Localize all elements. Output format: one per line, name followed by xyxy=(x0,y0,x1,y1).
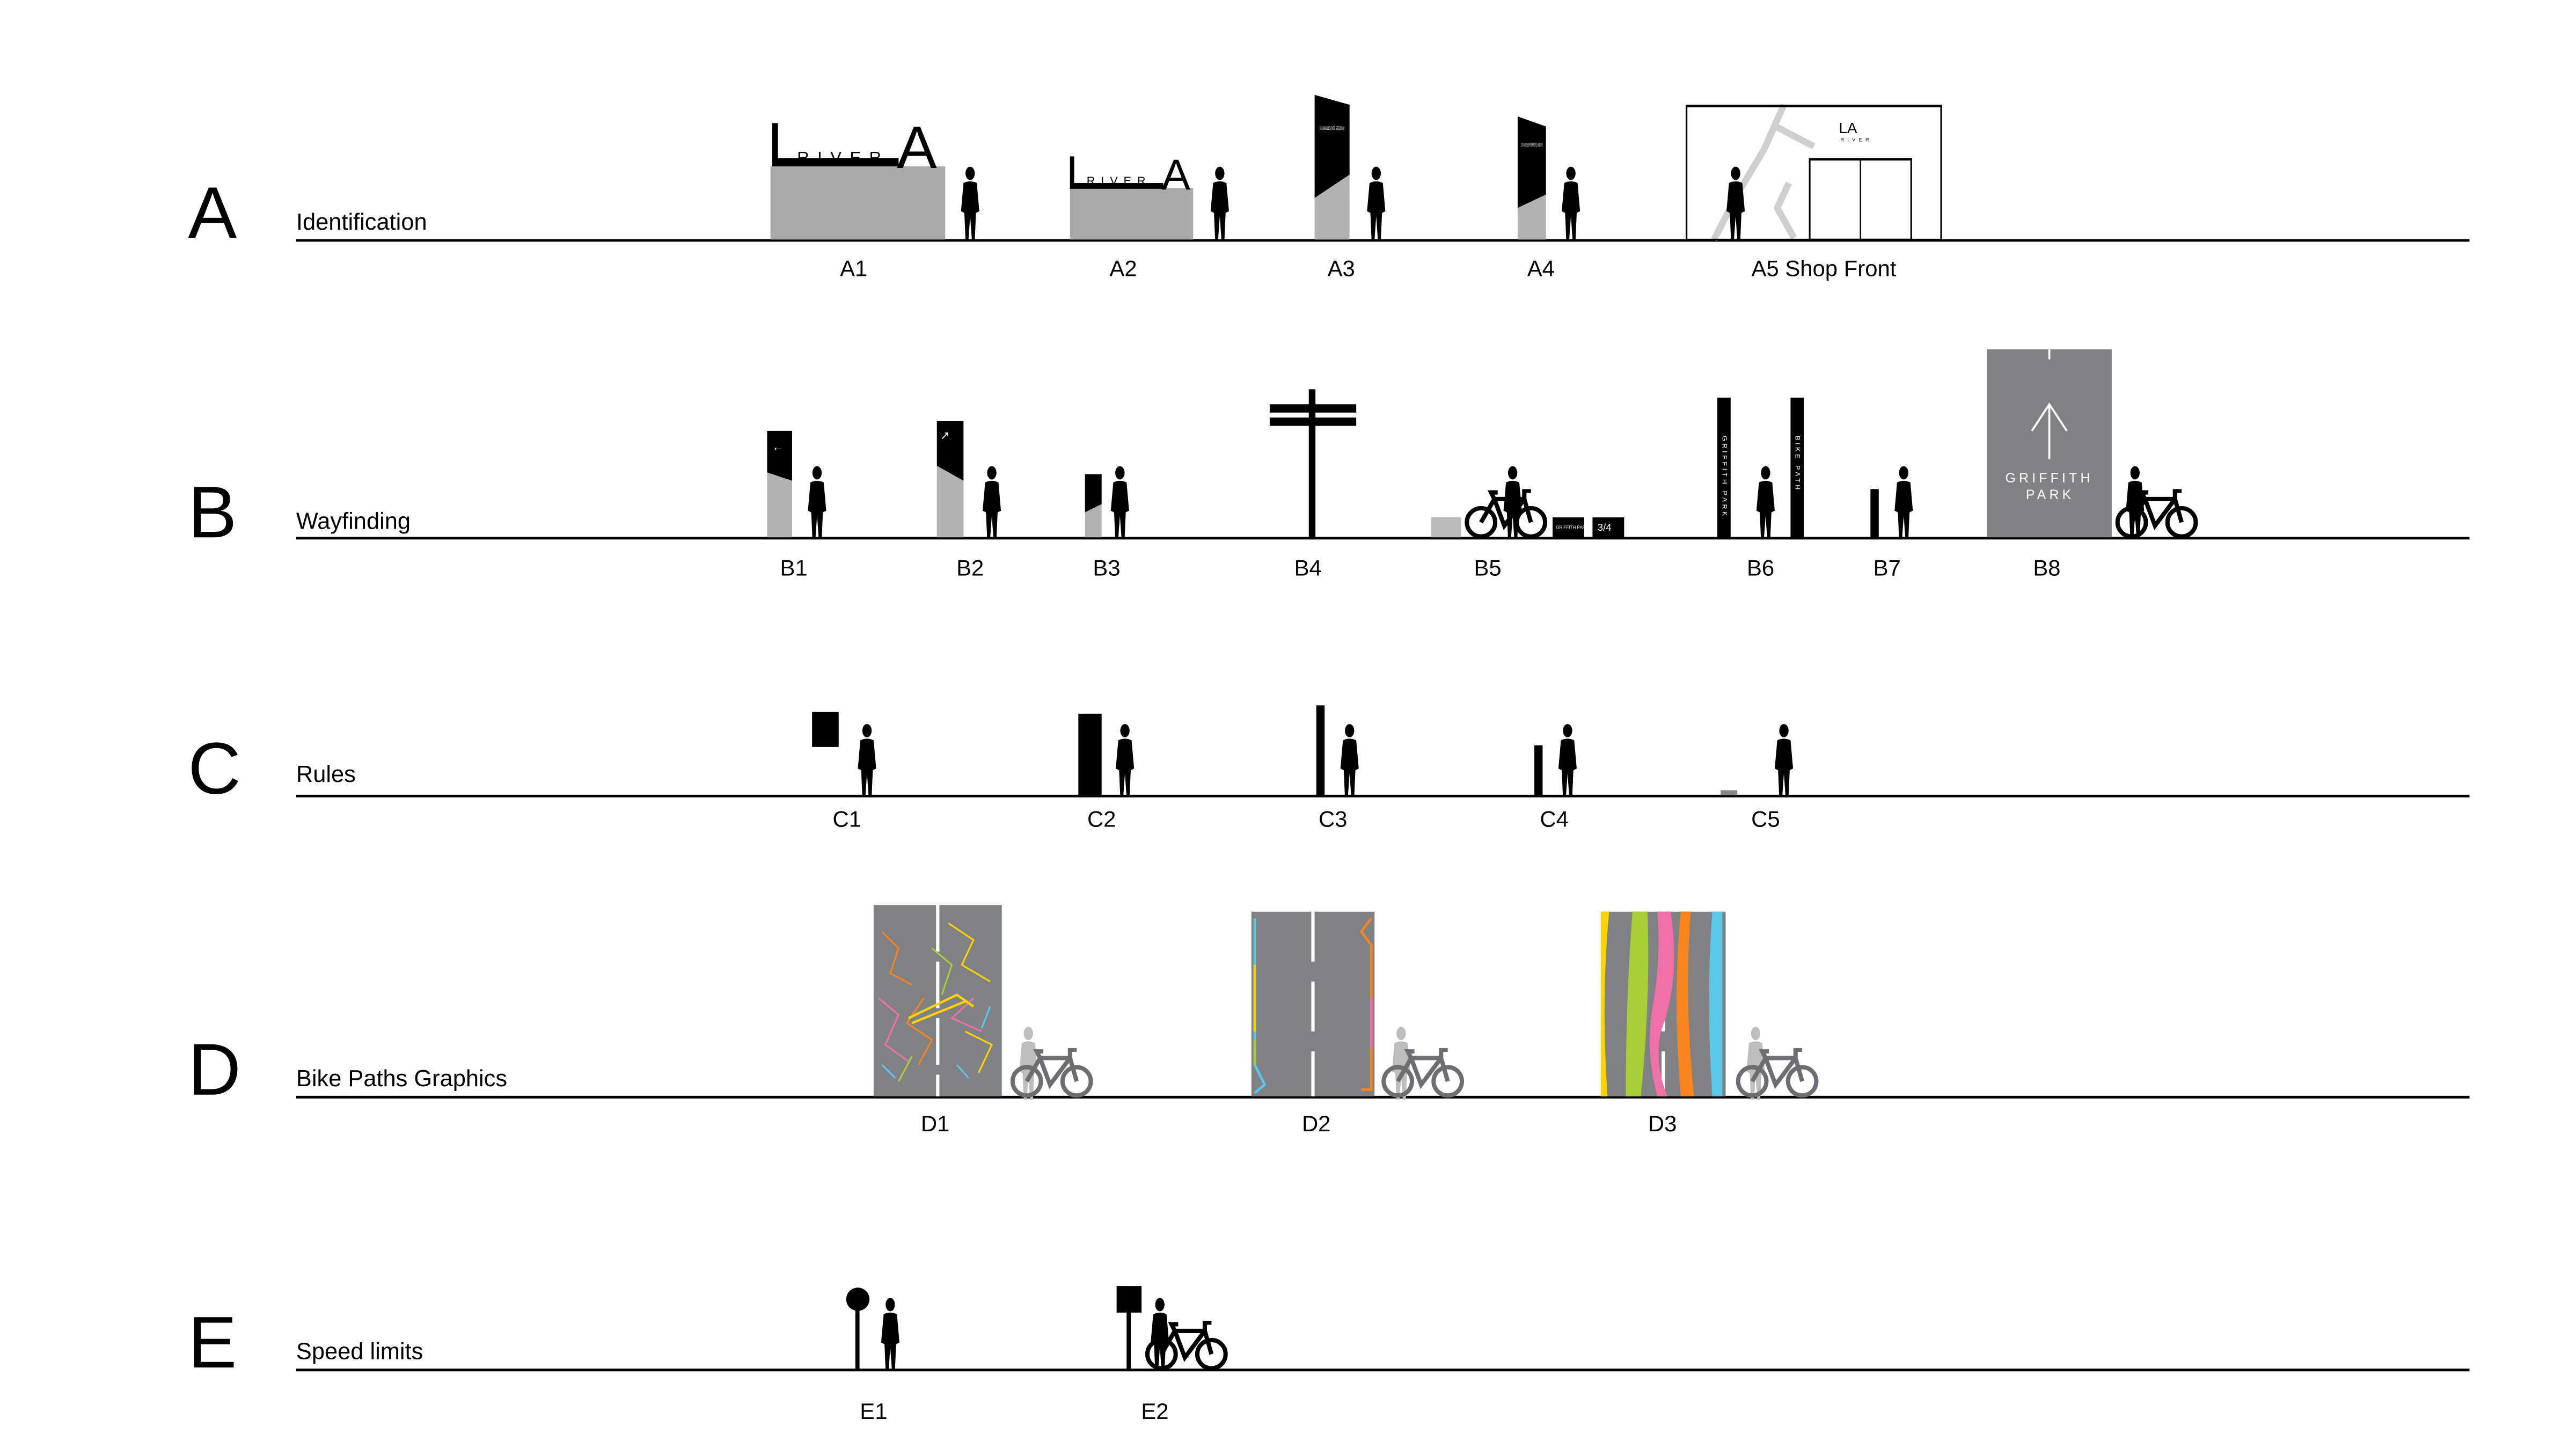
item-code: B8 xyxy=(2033,555,2060,581)
person-silhouette xyxy=(961,166,979,240)
row-speed-limits: E Speed limits E1 E2 xyxy=(188,1286,2470,1424)
arrow-up-right-icon: ↗ xyxy=(940,428,950,442)
row-letter: C xyxy=(188,728,241,809)
person-silhouette xyxy=(1367,166,1386,240)
person-silhouette xyxy=(1210,166,1229,240)
sign-a2: RIVER A xyxy=(1070,151,1194,240)
sign-text: 3/4 xyxy=(1598,522,1612,533)
item-code: B4 xyxy=(1294,555,1322,581)
row-letter: D xyxy=(188,1029,241,1110)
person-silhouette xyxy=(1340,724,1359,797)
item-code: A3 xyxy=(1328,256,1355,281)
person-silhouette xyxy=(1774,724,1794,797)
row-wayfinding: B Wayfinding ← ↗ GRIFFITH PARK xyxy=(188,349,2470,581)
item-code: B6 xyxy=(1747,555,1774,581)
sign-b6: GRIFFITH PARK BIKE PATH xyxy=(1717,397,1804,538)
sign-text: GRIFFITH PARK xyxy=(1556,525,1589,530)
sign-c1 xyxy=(812,712,839,747)
person-silhouette xyxy=(1726,166,1745,240)
sign-text: PARK xyxy=(2026,488,2075,502)
item-code: E2 xyxy=(1141,1399,1168,1424)
person-silhouette xyxy=(1558,724,1577,797)
a-lettering: A xyxy=(1161,151,1190,199)
sign-a4: LOS ANGELES RIVER BOYLE HEIGHTS xyxy=(1517,116,1546,240)
item-code: A2 xyxy=(1109,256,1137,281)
sign-b7 xyxy=(1870,489,1879,538)
row-category-label: Identification xyxy=(296,209,427,235)
row-bike-paths-graphics: D Bike Paths Graphics xyxy=(188,905,2470,1136)
item-code: C5 xyxy=(1751,807,1780,832)
bike-path-d1 xyxy=(873,905,1002,1096)
row-category-label: Wayfinding xyxy=(296,509,411,535)
item-code: C2 xyxy=(1087,807,1116,832)
sign-e1 xyxy=(846,1287,870,1370)
person-silhouette xyxy=(1116,724,1135,797)
person-silhouette xyxy=(1562,166,1580,240)
person-silhouette xyxy=(1894,466,1913,539)
river-lettering: RIVER xyxy=(1840,137,1872,142)
item-code: A5 Shop Front xyxy=(1752,256,1897,281)
sign-a5-shop-front: LA RIVER xyxy=(1686,103,1942,241)
row-category-label: Rules xyxy=(296,762,356,787)
item-code: B1 xyxy=(780,555,807,581)
sign-a1: RIVER A xyxy=(770,114,946,240)
sign-text: BIKE PATH xyxy=(1794,436,1802,492)
la-river-logo: LA xyxy=(1839,120,1857,136)
sign-b5: GRIFFITH PARK 3/4 xyxy=(1431,517,1624,538)
river-lettering: RIVER xyxy=(797,148,889,167)
arrow-left-icon: ← xyxy=(772,440,784,453)
row-identification: A Identification RIVER A RIVER A LOS ANG… xyxy=(188,94,2470,281)
item-code: A4 xyxy=(1527,256,1555,281)
row-letter: B xyxy=(188,471,237,553)
a-lettering: A xyxy=(897,114,937,181)
sign-a3: LOS ANGELES RIVER GREENWAY xyxy=(1314,94,1350,240)
item-code: C3 xyxy=(1319,807,1348,832)
person-silhouette xyxy=(1756,466,1775,539)
row-letter: A xyxy=(188,172,237,253)
sign-c3 xyxy=(1316,705,1325,795)
item-code: B2 xyxy=(956,555,984,581)
person-silhouette xyxy=(983,466,1001,539)
sign-c2 xyxy=(1078,713,1102,795)
sign-b4 xyxy=(1269,389,1357,538)
item-code: D1 xyxy=(921,1111,950,1136)
sign-b3 xyxy=(1085,474,1102,538)
bicycle-icon xyxy=(1467,491,1545,536)
sign-text: GRIFFITH PARK xyxy=(1721,436,1728,518)
sign-c5 xyxy=(1721,790,1738,795)
river-lettering: RIVER xyxy=(1087,174,1152,187)
item-code: D3 xyxy=(1648,1111,1677,1136)
person-silhouette xyxy=(1110,466,1129,539)
sign-text: GRIFFITH xyxy=(2006,471,2094,486)
arrow-up-icon xyxy=(2031,402,2068,459)
person-silhouette xyxy=(858,724,876,797)
item-code: B3 xyxy=(1093,555,1120,581)
item-code: E1 xyxy=(860,1399,887,1424)
person-silhouette xyxy=(1151,1298,1169,1371)
sign-c4 xyxy=(1534,745,1543,795)
item-code: D2 xyxy=(1302,1111,1331,1136)
row-category-label: Bike Paths Graphics xyxy=(296,1066,507,1092)
item-code: B7 xyxy=(1874,555,1901,581)
sign-text: LOS ANGELES RIVER GREENWAY xyxy=(1320,126,1345,131)
sign-b2: ↗ xyxy=(936,421,964,538)
row-letter: E xyxy=(188,1301,237,1383)
item-code: C1 xyxy=(833,807,862,832)
sign-e2 xyxy=(1116,1286,1142,1370)
bike-path-d3 xyxy=(1600,911,1726,1096)
bike-path-d2 xyxy=(1251,911,1375,1096)
sign-b8: GRIFFITH PARK xyxy=(1987,349,2112,538)
item-code: C4 xyxy=(1540,807,1569,832)
row-category-label: Speed limits xyxy=(296,1339,423,1365)
item-code: A1 xyxy=(840,256,867,281)
person-silhouette xyxy=(881,1298,899,1371)
row-rules: C Rules C1 C2 C3 C4 C5 xyxy=(188,705,2470,832)
person-silhouette xyxy=(808,466,826,539)
sign-b1: ← xyxy=(767,430,792,538)
sign-text: LOS ANGELES RIVER BOYLE HEIGHTS xyxy=(1521,142,1542,148)
item-code: B5 xyxy=(1474,555,1501,581)
